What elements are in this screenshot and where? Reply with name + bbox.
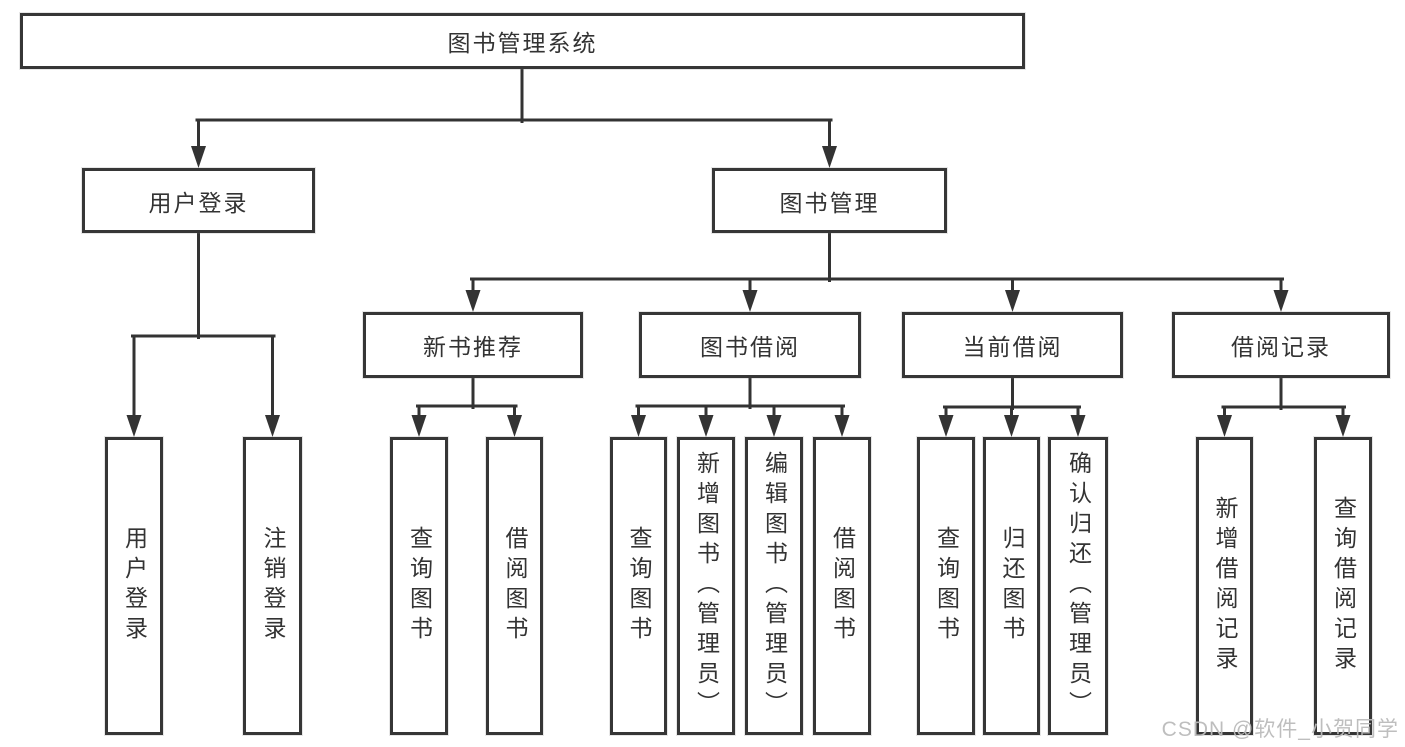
- node-current-borrowing: 当前借阅: [902, 312, 1123, 378]
- node-new-book-recommend: 新书推荐: [363, 312, 583, 378]
- leaf-add-borrow-record: 新增借阅记录: [1196, 437, 1253, 735]
- leaf-user-login: 用户登录: [105, 437, 163, 735]
- csdn-watermark: CSDN @软件_小贺同学: [1161, 718, 1399, 741]
- leaf-edit-books-admin: 编辑图书（管理员）: [745, 437, 803, 735]
- node-book-borrowing: 图书借阅: [639, 312, 861, 378]
- leaf-borrow-books-recommend: 借阅图书: [486, 437, 543, 735]
- leaf-query-books-recommend: 查询图书: [390, 437, 448, 735]
- leaf-query-borrow-record: 查询借阅记录: [1314, 437, 1372, 735]
- leaf-return-books: 归还图书: [983, 437, 1040, 735]
- leaf-add-books-admin: 新增图书（管理员）: [677, 437, 735, 735]
- node-borrow-records: 借阅记录: [1172, 312, 1390, 378]
- node-library-system: 图书管理系统: [20, 13, 1025, 69]
- leaf-logout: 注销登录: [243, 437, 302, 735]
- leaf-query-books-current: 查询图书: [917, 437, 975, 735]
- leaf-borrow-books-borrowing: 借阅图书: [813, 437, 871, 735]
- node-user-login: 用户登录: [82, 168, 315, 233]
- leaf-query-books-borrowing: 查询图书: [610, 437, 667, 735]
- leaf-confirm-return-admin: 确认归还（管理员）: [1048, 437, 1108, 735]
- node-book-management: 图书管理: [712, 168, 947, 233]
